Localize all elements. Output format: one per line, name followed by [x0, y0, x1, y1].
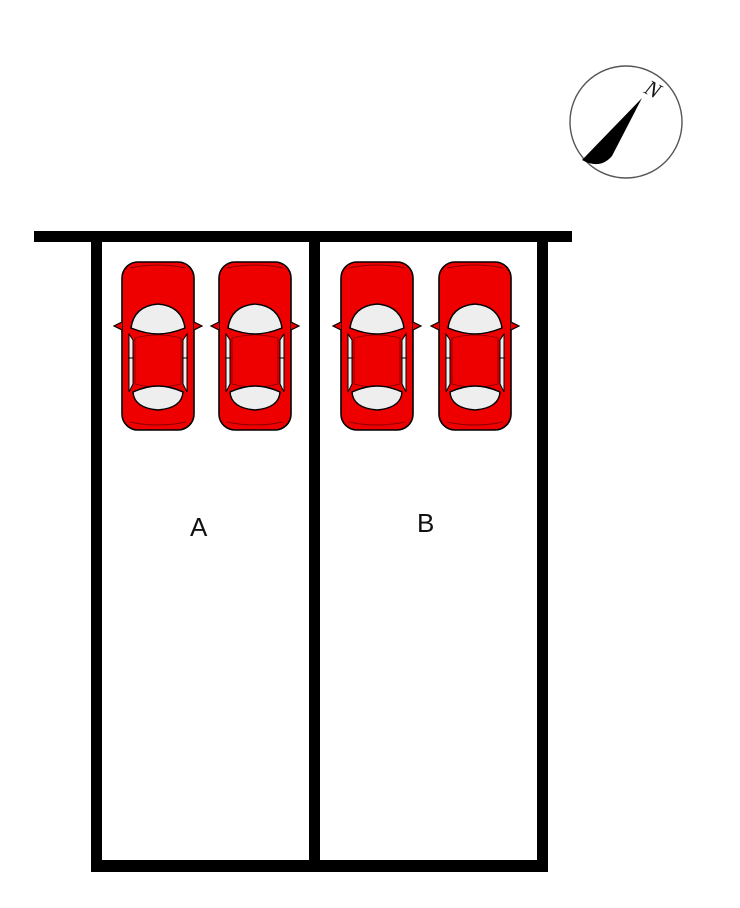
- lot-b: B: [332, 261, 520, 538]
- lot-boundary-left: [91, 238, 102, 872]
- lot-a: A: [113, 261, 300, 542]
- car-top-view-icon: [332, 261, 422, 431]
- north-arrow-icon: [582, 98, 642, 165]
- car-top-view-icon: [210, 261, 300, 431]
- car-top-view-icon: [113, 261, 203, 431]
- compass: N: [569, 65, 683, 179]
- street-edge-line: [34, 231, 572, 242]
- lot-divider: [309, 238, 320, 872]
- car-top-view-icon: [430, 261, 520, 431]
- lot-a-label: A: [190, 512, 208, 542]
- lot-boundary-right: [537, 238, 548, 872]
- lot-b-label: B: [417, 508, 434, 538]
